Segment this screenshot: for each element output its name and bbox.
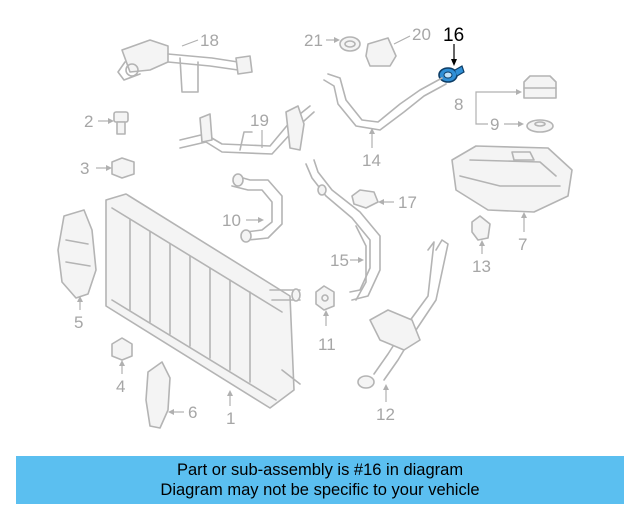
part-2-bolt xyxy=(113,111,129,135)
callout-13: 13 xyxy=(472,257,491,276)
arrow-21 xyxy=(334,37,340,43)
part-18-coolant-pipe xyxy=(117,39,253,93)
part-1-radiator xyxy=(105,193,301,409)
part-20-hose xyxy=(365,37,397,67)
info-banner: Part or sub-assembly is #16 in diagram D… xyxy=(16,456,624,504)
part-19-coolant-pipe xyxy=(179,105,315,155)
callout-8: 8 xyxy=(454,95,463,114)
callout-1: 1 xyxy=(226,409,235,428)
callout-3: 3 xyxy=(80,159,89,178)
leader-18 xyxy=(181,39,199,47)
callout-15: 15 xyxy=(330,251,349,270)
parts-diagram: 18 2 3 19 21 20 16 xyxy=(57,25,573,429)
part-3-mount xyxy=(111,157,135,179)
callout-19: 19 xyxy=(250,111,269,130)
part-4-mount xyxy=(111,337,133,361)
leader-8 xyxy=(475,91,518,104)
arrow-2 xyxy=(108,118,114,124)
callout-2: 2 xyxy=(84,112,93,131)
callout-7: 7 xyxy=(518,235,527,254)
part-12-hose xyxy=(357,239,449,389)
callout-16: 16 xyxy=(443,25,464,46)
leader-8b xyxy=(475,104,488,125)
arrow-3 xyxy=(106,165,112,171)
part-11-clamp xyxy=(315,285,335,311)
part-16-clamp[interactable] xyxy=(438,65,465,83)
callout-20: 20 xyxy=(412,25,431,44)
part-15-tube xyxy=(305,159,381,301)
arrow-6 xyxy=(168,409,174,415)
callout-21: 21 xyxy=(304,31,323,50)
arrow-17 xyxy=(378,199,384,205)
part-7-expansion-tank xyxy=(451,145,573,213)
callout-4: 4 xyxy=(116,377,125,396)
callout-5: 5 xyxy=(74,313,83,332)
part-10-hose xyxy=(231,173,283,243)
callout-12: 12 xyxy=(376,405,395,424)
arrow-8 xyxy=(516,89,522,95)
arrow-14 xyxy=(369,128,375,134)
banner-line-2: Diagram may not be specific to your vehi… xyxy=(160,481,480,499)
banner-line-1: Part or sub-assembly is #16 in diagram xyxy=(176,461,464,479)
arrow-13 xyxy=(479,240,485,246)
part-14-hose xyxy=(323,73,447,131)
part-8-cap xyxy=(523,75,557,99)
callout-18: 18 xyxy=(200,31,219,50)
part-5-shroud xyxy=(57,209,97,299)
part-6-bracket xyxy=(145,361,171,429)
arrow-1 xyxy=(227,390,233,396)
part-21-clamp xyxy=(339,36,361,52)
arrow-11 xyxy=(323,310,329,316)
part-17-cap xyxy=(351,189,379,209)
arrow-5 xyxy=(77,296,83,302)
part-9-seal xyxy=(526,119,554,133)
arrow-9 xyxy=(518,121,524,127)
callout-17: 17 xyxy=(398,193,417,212)
arrow-7 xyxy=(521,212,527,218)
arrow-10 xyxy=(258,217,264,223)
arrow-12 xyxy=(383,384,389,390)
callout-9: 9 xyxy=(490,115,499,134)
callout-6: 6 xyxy=(188,403,197,422)
arrow-15 xyxy=(358,257,364,263)
part-13-bracket xyxy=(471,215,491,241)
callout-11: 11 xyxy=(318,335,336,354)
callout-14: 14 xyxy=(362,151,381,170)
arrow-4 xyxy=(119,360,125,366)
leader-20 xyxy=(393,35,411,45)
callout-10: 10 xyxy=(222,211,241,230)
arrow-16 xyxy=(451,59,457,66)
